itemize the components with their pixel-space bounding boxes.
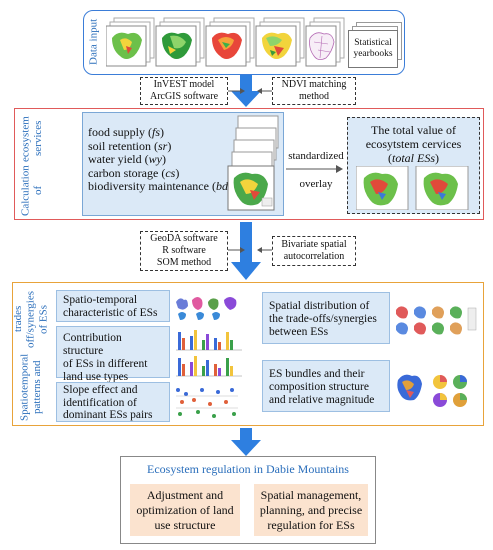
statistical-yearbooks: Statistical yearbooks [348, 30, 398, 68]
standardized-label: standardized [288, 150, 344, 162]
total-value-maps [356, 166, 469, 210]
pattern-item-bundles: ES bundles and their composition structu… [262, 360, 390, 412]
figure-bundles [392, 368, 478, 412]
calculation-label: Calculation of ecosystem services [19, 115, 44, 216]
service-item: carbon storage (cs) [88, 165, 180, 180]
input-map-4 [255, 17, 305, 67]
pattern-item-slope: Slope effect and identification of domin… [56, 382, 170, 422]
input-map-5 [305, 17, 345, 67]
method-box-bivariate: Bivariate spatial autocorrelation [272, 236, 356, 266]
flow-arrow-3 [231, 428, 261, 456]
input-map-3 [205, 17, 255, 67]
total-value-title: The total value of ecosytstem cervices (… [365, 123, 462, 165]
figure-contribution-bars [172, 326, 244, 380]
method-2-connectors [228, 247, 272, 253]
figure-tradeoff-maps [392, 302, 478, 336]
service-item: water yield (wy) [88, 152, 166, 166]
regulation-land-use-box: Adjustment and optimization of land use … [130, 484, 240, 536]
method-1-connectors [228, 88, 272, 94]
input-map-2 [155, 17, 205, 67]
pattern-item-spatiotemporal: Spatio-temporal characteristic of ESs [56, 290, 170, 322]
service-item: soil retention (sr) [88, 138, 172, 153]
patterns-label: Spatiotemporal patterns and trades off/s… [12, 290, 50, 421]
regulation-spatial-box: Spatial management, planning, and precis… [254, 484, 368, 536]
services-list: food supply (fs) soil retention (sr) wat… [88, 125, 268, 194]
pattern-item-contribution: Contribution structure of ESs in differe… [56, 326, 170, 383]
overlay-arrow [286, 165, 343, 173]
overlay-label: overlay [299, 178, 333, 190]
service-item: food supply (fs) [88, 125, 165, 139]
flow-arrow-1 [231, 75, 261, 107]
service-maps-stack [227, 115, 279, 211]
method-box-geoda: GeoDA software R software SOM method [140, 231, 228, 271]
method-box-invest: InVEST model ArcGIS software [140, 77, 228, 105]
regulation-title: Ecosystem regulation in Dabie Mountains [147, 462, 349, 476]
method-box-ndvi: NDVI matching method [272, 77, 356, 105]
calculation-panel [14, 108, 484, 220]
input-map-1 [106, 17, 155, 67]
pattern-item-tradeoffs: Spatial distribution of the trade-offs/s… [262, 292, 390, 344]
figure-spatiotemporal-maps [172, 292, 242, 322]
data-input-panel [83, 10, 405, 75]
input-maps [106, 17, 345, 67]
figure-slope-dots [172, 384, 244, 422]
patterns-panel [12, 282, 484, 426]
flow-arrow-2 [231, 222, 261, 280]
